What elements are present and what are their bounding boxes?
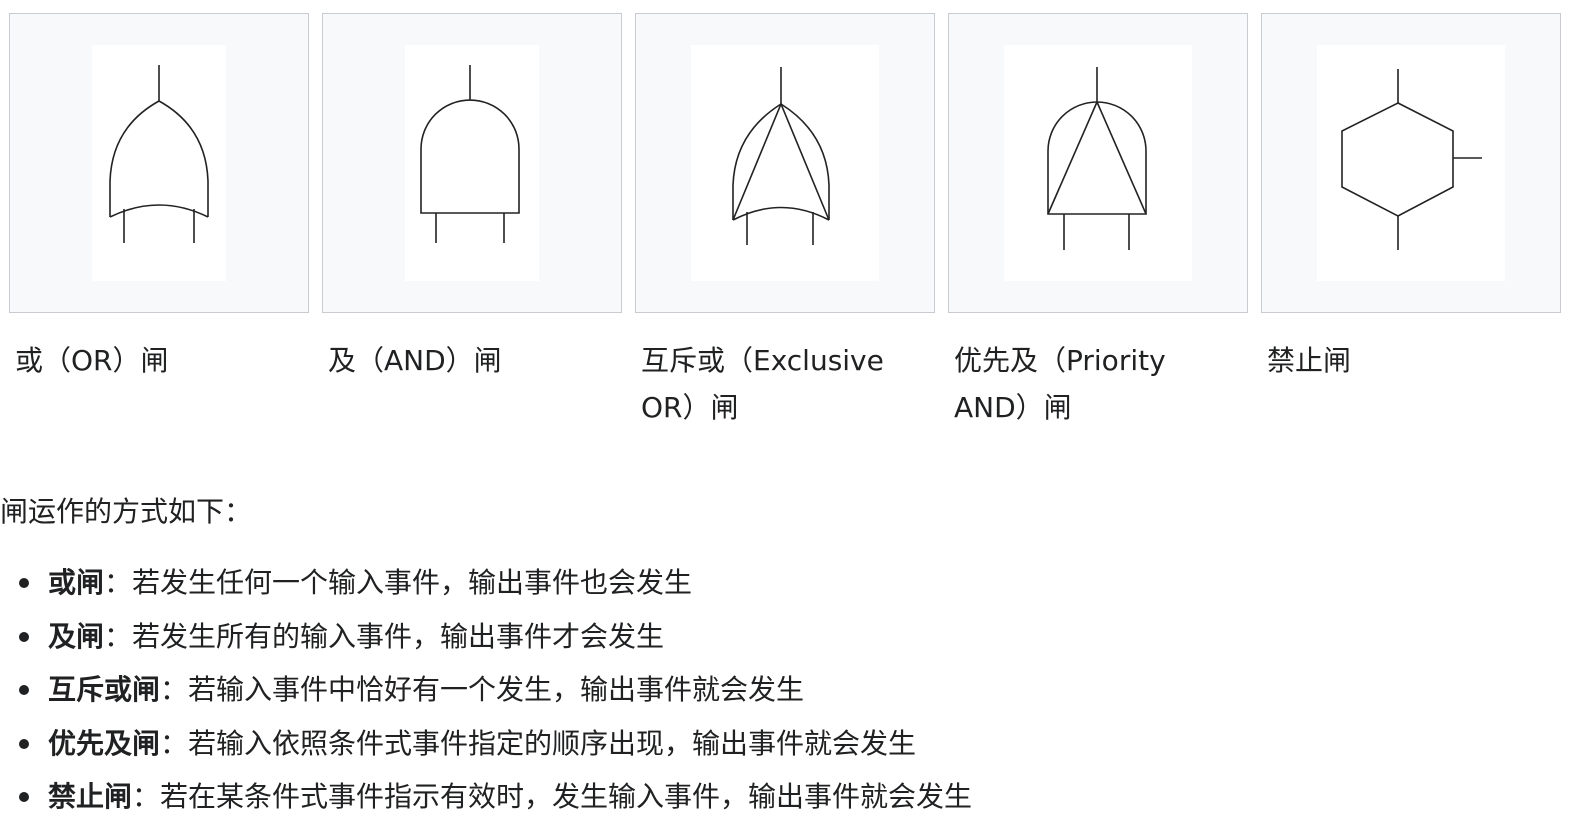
gate-description: ：若发生任何一个输入事件，输出事件也会发生: [104, 566, 693, 599]
gate-description-list: 或闸：若发生任何一个输入事件，输出事件也会发生 及闸：若发生所有的输入事件，输出…: [19, 556, 973, 824]
list-item: 禁止闸：若在某条件式事件指示有效时，发生输入事件，输出事件就会发生: [19, 770, 973, 824]
gate-symbol-gallery: 或（OR）闸 及（AND）闸: [9, 13, 1569, 433]
bullet-icon: [19, 792, 29, 802]
gallery-caption: 互斥或（Exclusive OR）闸: [641, 344, 884, 424]
list-item: 或闸：若发生任何一个输入事件，输出事件也会发生: [19, 556, 972, 610]
gate-term: 或闸: [48, 566, 105, 599]
gate-description: ：若发生所有的输入事件，输出事件才会发生: [104, 619, 665, 653]
list-item: 优先及闸：若输入依照条件式事件指定的顺序出现，输出事件就会发生: [19, 717, 972, 771]
inhibit-gate-symbol[interactable]: [1317, 45, 1505, 281]
thumbnail-frame: [322, 13, 622, 313]
gate-term: 及闸: [48, 619, 105, 653]
gallery-item-and-gate: 及（AND）闸: [322, 13, 622, 377]
gate-description: ：若输入事件中恰好有一个发生，输出事件就会发生: [160, 673, 805, 706]
gallery-item-inhibit-gate: 禁止闸: [1261, 13, 1561, 377]
gallery-item-or-gate: 或（OR）闸: [9, 13, 309, 377]
bullet-icon: [19, 631, 29, 642]
gallery-caption: 优先及（Priority AND）闸: [954, 344, 1166, 424]
gallery-caption: 及（AND）闸: [328, 344, 502, 377]
list-item: 互斥或闸：若输入事件中恰好有一个发生，输出事件就会发生: [19, 663, 972, 717]
gallery-caption: 禁止闸: [1267, 344, 1352, 377]
thumbnail-frame: [9, 13, 309, 313]
thumbnail-frame: [1261, 13, 1561, 313]
or-gate-symbol[interactable]: [92, 45, 226, 281]
gate-description: ：若在某条件式事件指示有效时，发生输入事件，输出事件就会发生: [132, 780, 973, 813]
thumbnail-frame: [948, 13, 1248, 313]
bullet-icon: [19, 738, 29, 749]
gallery-item-exclusive-or-gate: 互斥或（Exclusive OR）闸: [635, 13, 935, 424]
thumbnail-frame: [635, 13, 935, 313]
list-item: 及闸：若发生所有的输入事件，输出事件才会发生: [19, 610, 972, 664]
gate-term: 互斥或闸: [48, 673, 161, 706]
gate-operation-intro: 闸运作的方式如下：: [0, 495, 253, 528]
bullet-icon: [19, 578, 29, 588]
bullet-icon: [19, 685, 29, 695]
priority-and-gate-symbol[interactable]: [1004, 45, 1192, 281]
gallery-item-priority-and-gate: 优先及（Priority AND）闸: [948, 13, 1248, 424]
exclusive-or-gate-symbol[interactable]: [691, 45, 879, 281]
gate-term: 优先及闸: [48, 726, 161, 760]
gate-description: ：若输入依照条件式事件指定的顺序出现，输出事件就会发生: [160, 726, 917, 760]
and-gate-symbol[interactable]: [405, 45, 539, 281]
gallery-caption: 或（OR）闸: [15, 344, 169, 377]
gate-term: 禁止闸: [48, 780, 133, 813]
